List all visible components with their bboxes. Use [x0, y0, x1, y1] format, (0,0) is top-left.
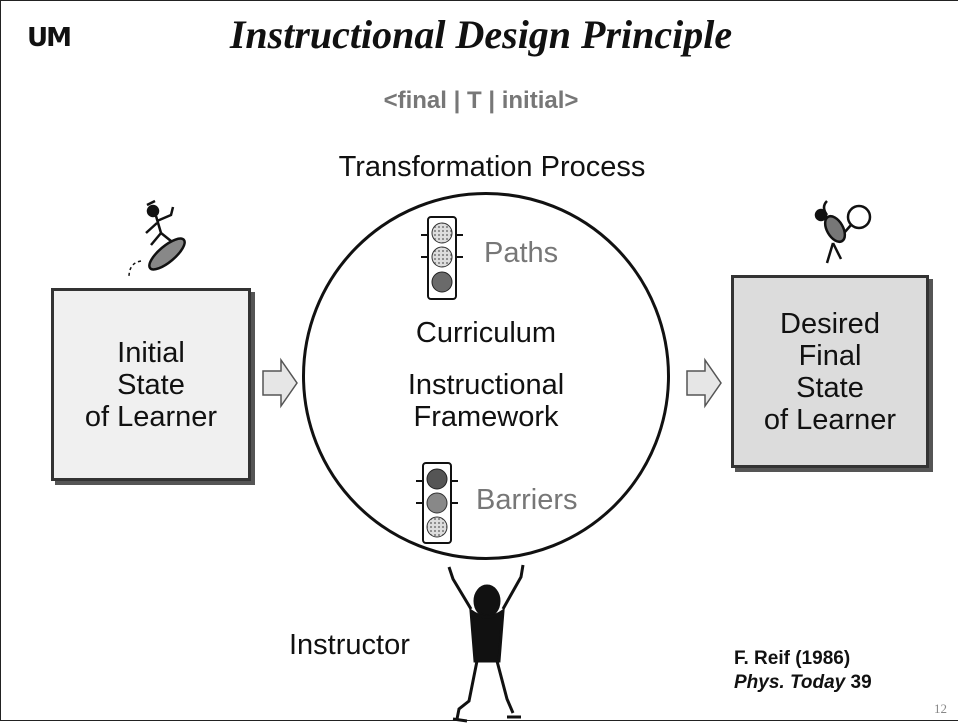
traffic-light-icon [416, 462, 458, 544]
traffic-light-icon [421, 216, 463, 300]
barriers-label: Barriers [476, 484, 578, 516]
citation: F. Reif (1986) Phys. Today 39 [734, 647, 872, 695]
magnifier-figure-icon [814, 200, 872, 264]
citation-journal: Phys. Today [734, 672, 846, 693]
arrow-right-icon [262, 357, 298, 409]
paths-label: Paths [484, 237, 559, 269]
citation-volume: 39 [850, 672, 872, 693]
logo: UM [27, 23, 72, 53]
slide-title: Instructional Design Principle [229, 12, 733, 57]
instructional-framework-label: Instructional Framework [407, 369, 565, 433]
curriculum-label: Curriculum [415, 317, 557, 349]
instructor-label: Instructor [289, 629, 410, 661]
initial-state-label: Initial State of Learner [84, 336, 218, 433]
instructor-figure-icon [447, 564, 525, 723]
initial-state-box: Initial State of Learner [51, 288, 251, 481]
final-state-box: Desired Final State of Learner [731, 275, 929, 468]
transformation-circle [302, 192, 670, 560]
citation-author: F. Reif (1986) [734, 648, 851, 669]
arrow-right-icon [686, 357, 722, 409]
final-state-label: Desired Final State of Learner [763, 307, 897, 436]
page-number: 12 [934, 701, 947, 716]
slide-subtitle: <final | T | initial> [383, 87, 579, 114]
snowboarder-icon [128, 199, 186, 278]
transformation-process-label: Transformation Process [338, 151, 646, 183]
